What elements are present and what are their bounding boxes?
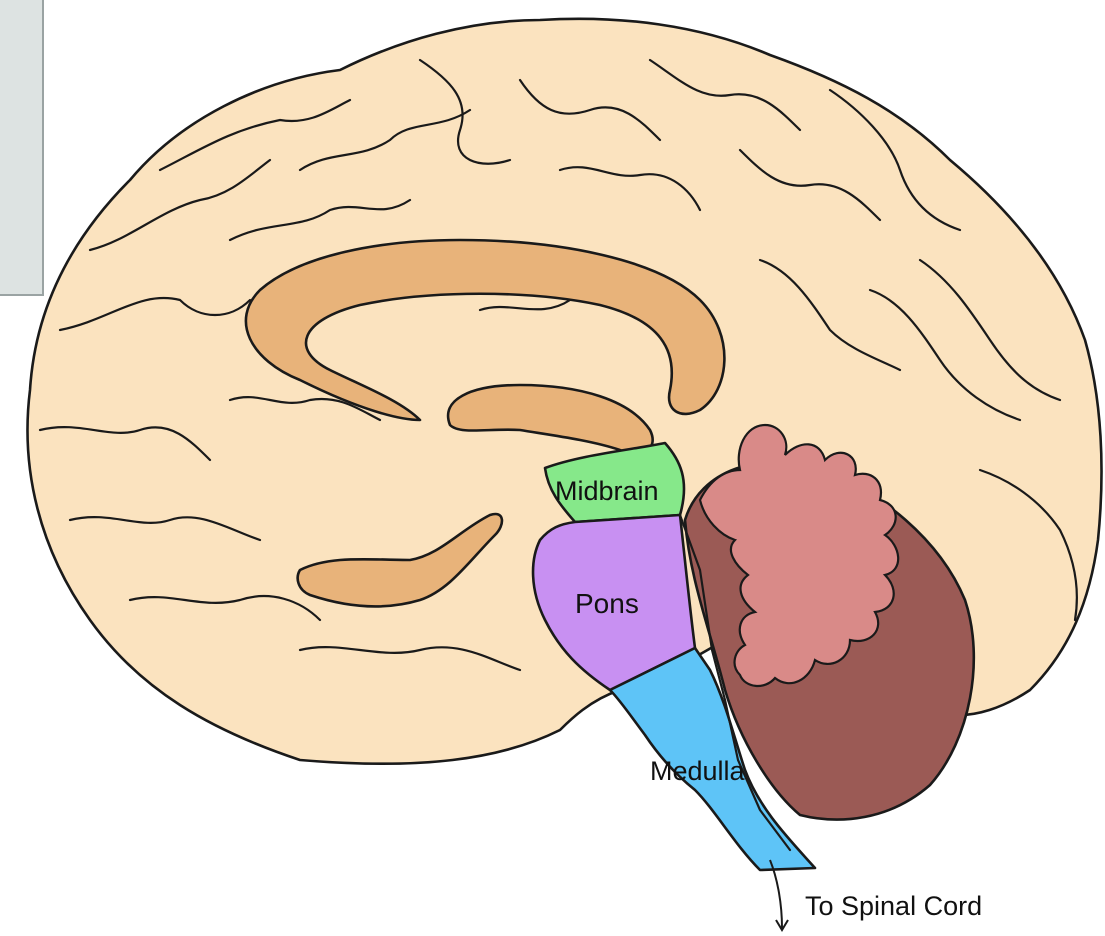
- label-pons: Pons: [575, 588, 639, 619]
- label-to-spinal-cord: To Spinal Cord: [805, 891, 982, 921]
- label-midbrain: Midbrain: [555, 476, 659, 506]
- label-medulla: Medulla: [650, 756, 746, 786]
